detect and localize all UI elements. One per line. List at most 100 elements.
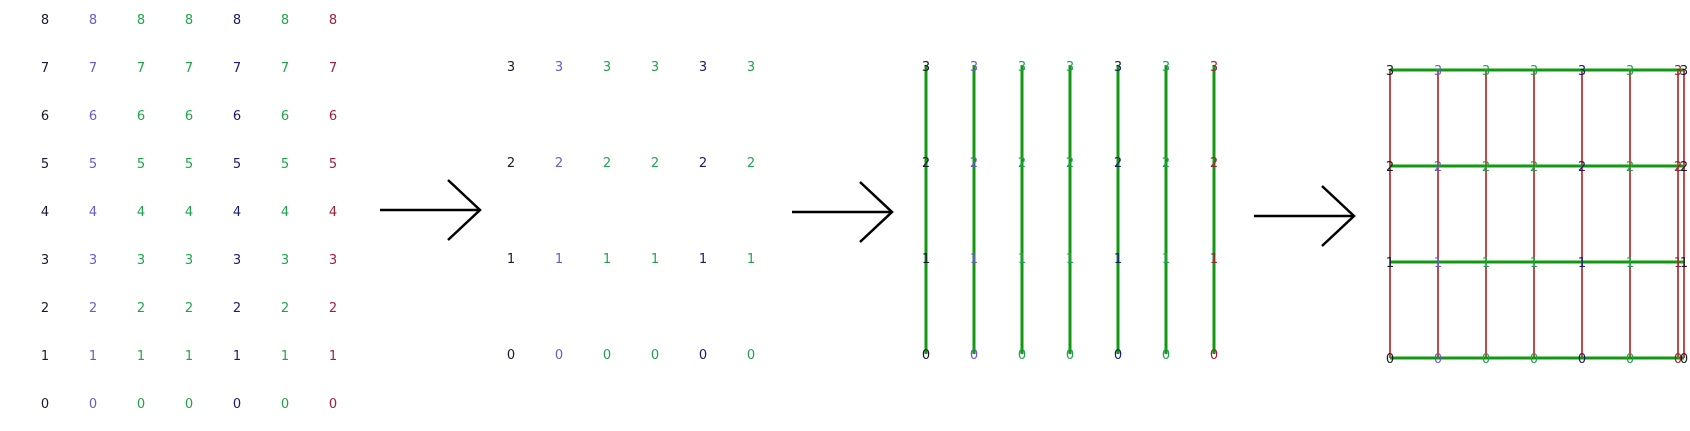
mesh-label: 3	[1674, 64, 1682, 79]
arrow-head	[447, 179, 482, 241]
mesh-label: 1	[1578, 256, 1586, 271]
grid-label: 4	[185, 205, 193, 220]
grid-label: 2	[137, 301, 145, 316]
grid-label: 3	[89, 253, 97, 268]
grid-label: 3	[507, 60, 515, 75]
grid-label: 1	[922, 252, 930, 267]
grid-label: 3	[651, 60, 659, 75]
grid-label: 8	[281, 13, 289, 28]
grid-label: 0	[137, 397, 145, 412]
mesh-label: 3	[1482, 64, 1490, 79]
grid-label: 2	[507, 156, 515, 171]
grid-label: 7	[89, 61, 97, 76]
mesh-label: 2	[1482, 160, 1490, 175]
grid-label: 2	[1114, 156, 1122, 171]
grid-label: 2	[233, 301, 241, 316]
mesh-label: 2	[1674, 160, 1682, 175]
grid-label: 6	[329, 109, 337, 124]
grid-label: 8	[137, 13, 145, 28]
grid-label: 4	[329, 205, 337, 220]
mesh-label: 1	[1482, 256, 1490, 271]
grid-label: 0	[233, 397, 241, 412]
arrow-head	[859, 181, 894, 243]
grid-label: 1	[970, 252, 978, 267]
grid-label: 3	[185, 253, 193, 268]
mesh-label: 0	[1482, 352, 1490, 367]
mesh-label: 3	[1434, 64, 1442, 79]
grid-label: 3	[747, 60, 755, 75]
mesh-label: 3	[1386, 64, 1394, 79]
grid-label: 4	[41, 205, 49, 220]
grid-label: 1	[1018, 252, 1026, 267]
grid-label: 3	[699, 60, 707, 75]
mesh-label: 1	[1674, 256, 1682, 271]
grid-label: 7	[281, 61, 289, 76]
grid-label: 1	[603, 252, 611, 267]
mesh-label: 0	[1578, 352, 1586, 367]
grid-label: 0	[507, 348, 515, 363]
grid-label: 3	[555, 60, 563, 75]
mesh-label: 0	[1386, 352, 1394, 367]
mesh-label: 3	[1626, 64, 1634, 79]
grid-label: 2	[603, 156, 611, 171]
grid-label: 8	[233, 13, 241, 28]
grid-label: 1	[747, 252, 755, 267]
grid-label: 0	[747, 348, 755, 363]
mesh-label: 2	[1386, 160, 1394, 175]
grid-label: 4	[89, 205, 97, 220]
mesh-label: 2	[1626, 160, 1634, 175]
mesh-label: 2	[1578, 160, 1586, 175]
grid-label: 1	[1066, 252, 1074, 267]
mesh-label: 0	[1434, 352, 1442, 367]
grid-label: 3	[603, 60, 611, 75]
grid-label: 2	[699, 156, 707, 171]
mesh-label: 0	[1680, 352, 1688, 367]
grid-label: 2	[41, 301, 49, 316]
mesh-label: 1	[1434, 256, 1442, 271]
mesh-label: 3	[1530, 64, 1538, 79]
arrow-1	[380, 179, 482, 241]
grid-label: 0	[89, 397, 97, 412]
grid-label: 7	[329, 61, 337, 76]
grid-label: 1	[185, 349, 193, 364]
mesh-label: 2	[1680, 160, 1688, 175]
grid-label: 0	[281, 397, 289, 412]
grid-label: 6	[137, 109, 145, 124]
grid-label: 3	[922, 60, 930, 75]
grid-label: 3	[329, 253, 337, 268]
grid-label: 3	[281, 253, 289, 268]
grid-label: 8	[329, 13, 337, 28]
arrow-head	[1321, 185, 1356, 247]
grid-label: 5	[137, 157, 145, 172]
mesh-label: 1	[1386, 256, 1394, 271]
grid-label: 3	[1210, 60, 1218, 75]
grid-label: 3	[970, 60, 978, 75]
grid-label: 3	[233, 253, 241, 268]
grid-label: 6	[89, 109, 97, 124]
grid-label: 6	[281, 109, 289, 124]
grid-label: 2	[651, 156, 659, 171]
grid-label: 6	[185, 109, 193, 124]
grid-label: 0	[41, 397, 49, 412]
grid-label: 1	[699, 252, 707, 267]
grid-label: 0	[1162, 348, 1170, 363]
grid-label: 0	[651, 348, 659, 363]
grid-label: 0	[1066, 348, 1074, 363]
grid-label: 2	[1018, 156, 1026, 171]
grid-label: 0	[329, 397, 337, 412]
grid-label: 8	[89, 13, 97, 28]
grid-label: 7	[41, 61, 49, 76]
grid-label: 5	[281, 157, 289, 172]
grid-label: 1	[651, 252, 659, 267]
arrow-2	[792, 181, 894, 243]
grid-label: 0	[1018, 348, 1026, 363]
grid-label: 2	[1162, 156, 1170, 171]
grid-label: 3	[137, 253, 145, 268]
grid-label: 2	[89, 301, 97, 316]
grid-label: 7	[233, 61, 241, 76]
grid-label: 2	[1210, 156, 1218, 171]
grid-label: 5	[185, 157, 193, 172]
grid-label: 3	[1018, 60, 1026, 75]
grid-label: 2	[555, 156, 563, 171]
